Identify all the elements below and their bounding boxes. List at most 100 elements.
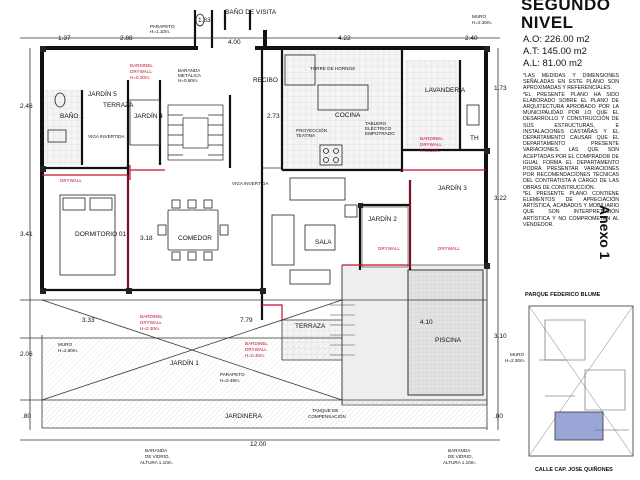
red-drywall-3: DRYWALL [140, 320, 162, 325]
red-h030-1: H=0.30m. [130, 75, 150, 80]
note-baranda-vidrio-r2: DE VIDRIO, [448, 454, 473, 459]
room-dormitorio: DORMITORIO 01 [75, 231, 127, 238]
note-baranda-vidrio-l2: DE VIDRIO, [145, 454, 170, 459]
note-proyeccion-1: PROYECCIÓN [296, 127, 327, 133]
dim-mid-779: 7.79 [240, 317, 253, 324]
note-2: *EL PRESENTE PLANO HA SIDO ELABORADO SOB… [523, 91, 619, 191]
dim-top-240: 2.40 [465, 35, 478, 42]
dim-left-246: 2.46 [20, 103, 33, 110]
area-libre: A.L: 81.00 m2 [523, 58, 583, 69]
room-jardin1: JARDÍN 1 [170, 358, 199, 367]
info-panel: SEGUNDO NIVEL A.O: 226.00 m2 A.T: 145.00… [513, 0, 640, 480]
dim-top-400: 4.00 [228, 39, 241, 46]
jardin1-area [42, 335, 342, 400]
red-h030-2: H=0.30m. [420, 148, 440, 153]
room-labels: BAÑO DE VISITA BAÑO 1 TERRAZA JARDÍN 5 J… [60, 7, 479, 420]
red-h030-3: H=0.30m. [140, 326, 160, 331]
jardin2-box [361, 206, 409, 268]
title-line1: SEGUNDO [521, 0, 611, 14]
note-parapeto-top-h: H=1.10m. [150, 29, 170, 34]
note-baranda-metalica-h: H=0.90m. [178, 78, 198, 83]
room-bano-visita: BAÑO DE VISITA [225, 7, 277, 16]
red-drywall-4: DRYWALL [245, 347, 267, 352]
thin-lines [20, 37, 500, 441]
dim-right-080: .80 [494, 413, 503, 420]
room-sala: SALA [315, 239, 332, 246]
dimension-labels: 1.37 2.88 1.63 4.00 4.22 2.40 2.46 3.41 … [20, 17, 507, 448]
note-baranda-vidrio-l3: ALTURA 1.10m. [140, 460, 173, 465]
note-baranda-metalica2: METÁLICA [178, 72, 202, 78]
dim-right-173: 1.73 [494, 85, 507, 92]
note-parapeto-bottom-h: H=0.49m. [220, 378, 240, 383]
room-jardin4: JARDÍN 4 [134, 111, 163, 120]
note-baranda-vidrio-l1: BARANDA [145, 448, 168, 453]
note-baranda-vidrio-r3: ALTURA 1.10m. [443, 460, 476, 465]
red-drywall-tag-1: DRYWALL [60, 178, 82, 183]
room-th: TH [470, 135, 479, 142]
note-muro-left-h: H=2.80m. [58, 348, 78, 353]
jardin4-box [129, 99, 161, 146]
room-comedor: COMEDOR [178, 235, 212, 242]
dim-pool-410: 4.10 [420, 319, 433, 326]
room-terraza-top: TERRAZA [103, 102, 134, 109]
note-tablero-1: TABLERO [365, 121, 387, 126]
room-jardin5: JARDÍN 5 [88, 89, 117, 98]
red-labels: BARDINEL DRYWALL H=0.30m. BARDINEL DRYWA… [60, 63, 460, 358]
dim-left-341: 3.41 [20, 231, 33, 238]
title-line2: NIVEL [521, 13, 574, 32]
dim-left-206: 2.06 [20, 351, 33, 358]
note-1: *LAS MEDIDAS Y DIMENSIONES SEÑALADAS EN … [523, 73, 619, 92]
note-muro-top-h: H=2.30m. [472, 20, 492, 25]
note-tablero-2: ELÉCTRICO [365, 125, 392, 131]
room-jardin2: JARDÍN 2 [368, 214, 397, 223]
note-parapeto-top: PARAPETO [150, 24, 175, 29]
note-3: *EL PRESENTE PLANO CONTIENE ELEMENTOS DE… [523, 190, 619, 228]
annex-label: Anexo 1 [597, 205, 613, 260]
area-total: A.O: 226.00 m2 [523, 34, 590, 45]
plan-title: SEGUNDO NIVEL [521, 0, 610, 32]
pool-stair [330, 304, 355, 356]
park-label: PARQUE FEDERICO BLUME [525, 292, 601, 298]
note-muro-right: MURO [510, 352, 524, 357]
dim-bottom-1200: 12.00 [250, 441, 267, 448]
bed [59, 194, 116, 276]
note-tablero-3: EMPOTRADO [365, 131, 395, 136]
room-piscina: PISCINA [435, 337, 462, 344]
note-viga-mid: VIGA INVERTIDA [232, 181, 269, 186]
dim-right-310: 3.10 [494, 333, 507, 340]
red-drywall-1: DRYWALL [130, 69, 152, 74]
red-bardinel-1: BARDINEL [130, 63, 153, 68]
room-jardin3: JARDÍN 3 [438, 183, 467, 192]
room-recibo: RECIBO [253, 77, 278, 84]
room-lavanderia: LAVANDERÍA [425, 85, 466, 94]
stair [167, 104, 224, 161]
lavanderia-floor [405, 60, 460, 150]
red-bardinel-4: BARDINEL [245, 341, 268, 346]
key-plan [528, 305, 634, 457]
red-drywall-2: DRYWALL [420, 142, 442, 147]
dim-left-080: .80 [22, 413, 31, 420]
red-drywall-tag-3: DRYWALL [438, 246, 460, 251]
note-viga-left: VIGA INVERTIDA [88, 134, 125, 139]
note-proyeccion-2: TEATINA [296, 133, 316, 138]
note-parapeto-bottom: PARAPETO [220, 372, 245, 377]
room-jardinera: JARDINERA [225, 413, 263, 420]
dim-top-163: 1.63 [198, 17, 211, 24]
area-summary: A.O: 226.00 m2 A.T: 145.00 m2 A.L: 81.00… [523, 34, 590, 70]
note-tanque-1: TANQUE DE [312, 408, 338, 413]
dim-mid-333: 3.33 [82, 317, 95, 324]
red-drywall-tag-2: DRYWALL [378, 246, 400, 251]
sofa-set [271, 177, 358, 285]
note-baranda-metalica: BARANDA [178, 68, 201, 73]
dim-top-422: 4.22 [338, 35, 351, 42]
bano1-floor [42, 90, 82, 165]
area-techada: A.T: 145.00 m2 [523, 46, 587, 57]
red-h030-4: H=0.30m. [245, 353, 265, 358]
kitchen-counters [284, 54, 369, 166]
note-tanque-2: COMPENSACIÓN [308, 413, 346, 419]
street-label: CALLE CAP. JOSE QUIÑONES [535, 467, 613, 473]
red-bardinel-3: BARDINEL [140, 314, 163, 319]
note-torre-hornos: TORRE DE HORNOS [310, 66, 355, 71]
annotations: PARAPETO H=1.10m. BARANDA METÁLICA H=0.9… [58, 14, 525, 465]
note-muro-right-h: H=2.30m. [505, 358, 525, 363]
